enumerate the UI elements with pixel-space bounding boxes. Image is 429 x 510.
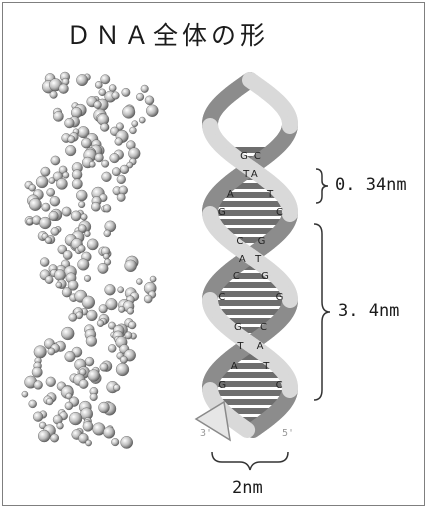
- base-letter: A: [257, 341, 264, 352]
- base-letter: T: [254, 254, 262, 265]
- base-letter: T: [236, 341, 244, 352]
- pitch-brace: [314, 224, 330, 400]
- base-letter: T: [242, 169, 250, 180]
- base-letter: G: [240, 151, 248, 162]
- pitch-label: 3. 4nm: [338, 301, 399, 321]
- base-letter: A: [231, 361, 238, 372]
- base-letter: A: [239, 254, 246, 265]
- base-letter: A: [251, 169, 258, 180]
- base-letter: G: [258, 236, 266, 247]
- base-letter: G: [218, 380, 226, 391]
- base-letter: T: [262, 361, 270, 372]
- three-prime-label: 3': [200, 428, 212, 439]
- base-letter: C: [233, 271, 240, 282]
- base-letter: G: [276, 292, 284, 303]
- strand-segment: [244, 428, 247, 430]
- base-letter: G: [234, 322, 242, 333]
- base-letter: C: [260, 322, 267, 333]
- base-letter: A: [227, 189, 234, 200]
- base-letter: C: [276, 207, 283, 218]
- diameter-label: 2nm: [232, 478, 263, 498]
- rise-brace: [316, 169, 328, 203]
- base-letter: T: [266, 189, 274, 200]
- five-prime-label: 5': [282, 428, 294, 439]
- base-letter: C: [254, 151, 261, 162]
- base-letter: G: [261, 271, 269, 282]
- diameter-brace: [212, 452, 288, 470]
- base-letter: C: [218, 292, 225, 303]
- base-letter: C: [276, 380, 283, 391]
- rise-label: 0. 34nm: [335, 175, 407, 195]
- base-letter: G: [218, 207, 226, 218]
- base-letter: C: [236, 236, 243, 247]
